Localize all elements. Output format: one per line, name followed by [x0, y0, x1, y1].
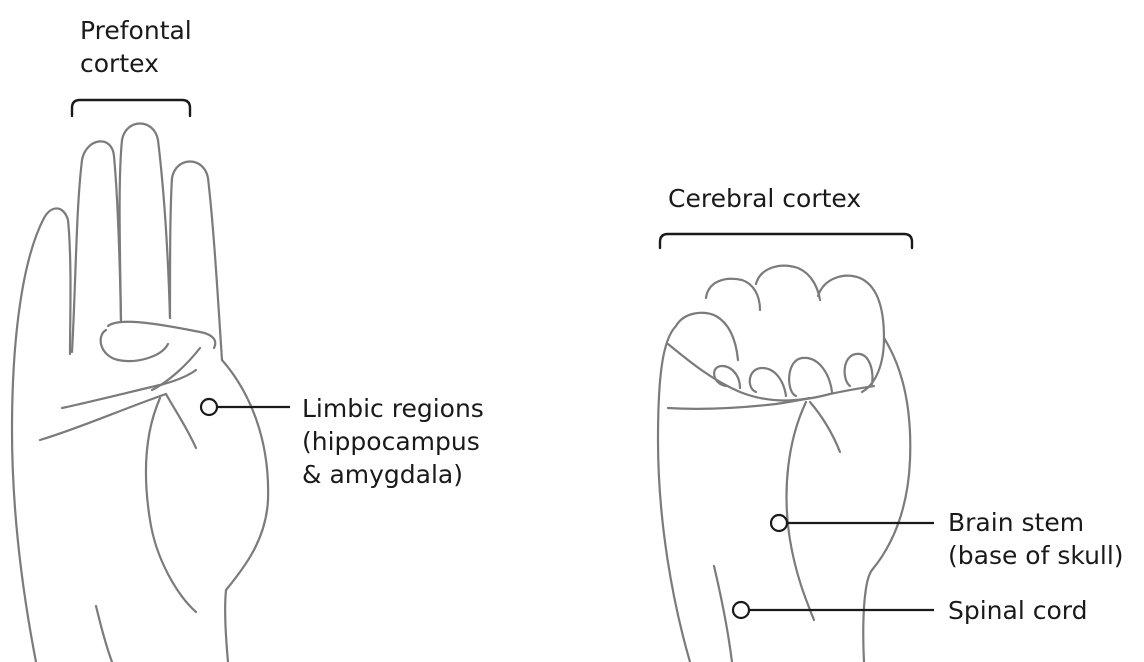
spinal-cord-label-text: Spinal cord — [948, 594, 1088, 627]
fist-illustration — [658, 266, 910, 662]
limbic-label-line3: & amygdala) — [302, 458, 484, 491]
fist-knuckle-middle — [756, 266, 820, 300]
open-hand-illustration — [12, 124, 268, 662]
fist-crease-inner — [810, 402, 840, 452]
brain-stem-marker-dot — [771, 515, 787, 531]
cerebral-bracket — [660, 234, 912, 248]
fist-knuckle-little — [676, 313, 738, 360]
open-hand-palm-edge — [222, 360, 268, 662]
prefrontal-label-line1: Prefontal — [80, 14, 192, 47]
open-hand-wrist-line — [96, 606, 112, 662]
prefrontal-bracket — [72, 100, 190, 116]
open-hand-little-finger — [12, 208, 71, 662]
brain-stem-label-line1: Brain stem — [948, 506, 1124, 539]
limbic-label-line2: (hippocampus — [302, 425, 484, 458]
brain-stem-label: Brain stem (base of skull) — [948, 506, 1124, 572]
fist-finger-tip-2 — [750, 368, 786, 396]
limbic-marker-dot — [201, 399, 217, 415]
fist-left-edge — [658, 326, 690, 662]
open-hand-ring-finger — [72, 141, 121, 352]
fist-knuckle-ring — [706, 279, 760, 310]
open-hand-crease-3 — [166, 394, 196, 448]
fist-wrist-crease — [714, 566, 732, 662]
open-hand-crease-4 — [146, 398, 196, 612]
cerebral-label-text: Cerebral cortex — [668, 182, 861, 215]
prefrontal-label-line2: cortex — [80, 47, 192, 80]
open-hand-crease-2 — [40, 394, 166, 440]
cerebral-cortex-label: Cerebral cortex — [668, 182, 861, 215]
spinal-cord-marker-dot — [733, 602, 749, 618]
open-hand-crease-1 — [62, 370, 196, 408]
limbic-label-line1: Limbic regions — [302, 392, 484, 425]
open-hand-thumb-nail — [101, 330, 168, 361]
fist-finger-tip-3 — [789, 358, 832, 396]
fist-palm-curve — [787, 402, 814, 620]
open-hand-middle-finger — [120, 124, 170, 323]
fist-thumb — [668, 344, 874, 401]
open-hand-folded-thumb — [108, 322, 215, 348]
limbic-regions-label: Limbic regions (hippocampus & amygdala) — [302, 392, 484, 491]
prefrontal-cortex-label: Prefontal cortex — [80, 14, 192, 80]
spinal-cord-label: Spinal cord — [948, 594, 1088, 627]
brain-stem-label-line2: (base of skull) — [948, 539, 1124, 572]
fist-finger-tip-4 — [845, 354, 873, 386]
